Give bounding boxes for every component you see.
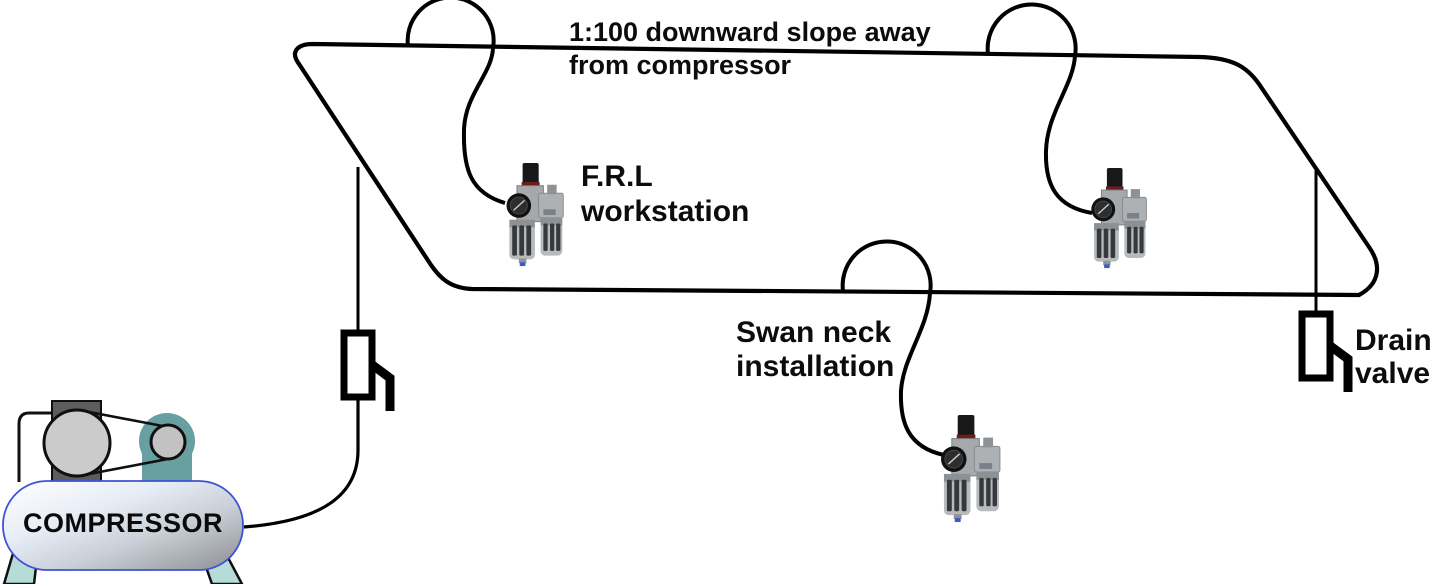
frl-workstation-label: F.R.L workstation	[581, 159, 749, 229]
swan-neck-loop-bottom	[840, 239, 945, 457]
motor-pulley	[149, 423, 187, 461]
swan-neck-loop-right	[985, 2, 1093, 215]
frl-label-line2: workstation	[581, 195, 750, 228]
frl-unit-top-right	[1090, 168, 1148, 269]
compressor-label: COMPRESSOR	[22, 508, 224, 538]
slope-note-label: 1:100 downward slope away from compresso…	[569, 16, 931, 82]
drain-valve-label: Drain valve	[1355, 324, 1430, 390]
compressor-feed-pipe	[243, 398, 360, 529]
swan-neck-loop-left	[405, 0, 506, 205]
receiver-tank	[2, 480, 244, 571]
drain-valve-symbol	[1298, 310, 1334, 382]
pump-outlet-pipe	[17, 411, 54, 482]
swan-label-line2: installation	[736, 350, 895, 383]
swan-neck-label: Swan neck installation	[736, 316, 894, 384]
riser-valve	[340, 329, 376, 401]
ring-main-pipe	[293, 41, 1380, 298]
compressor-graphic	[2, 400, 244, 584]
drain-label-line2: valve	[1355, 357, 1430, 390]
drain-label-line1: Drain	[1355, 324, 1430, 357]
swan-label-line1: Swan neck	[736, 316, 892, 349]
drive-belt	[83, 409, 174, 430]
frl-unit-bottom-center	[940, 415, 1001, 523]
slope-note-line1: 1:100 downward slope away	[569, 17, 931, 47]
frl-unit-top-left	[505, 163, 564, 267]
flywheel	[42, 408, 112, 478]
frl-label-line1: F.R.L	[581, 160, 653, 193]
slope-note-line2: from compressor	[569, 50, 792, 80]
